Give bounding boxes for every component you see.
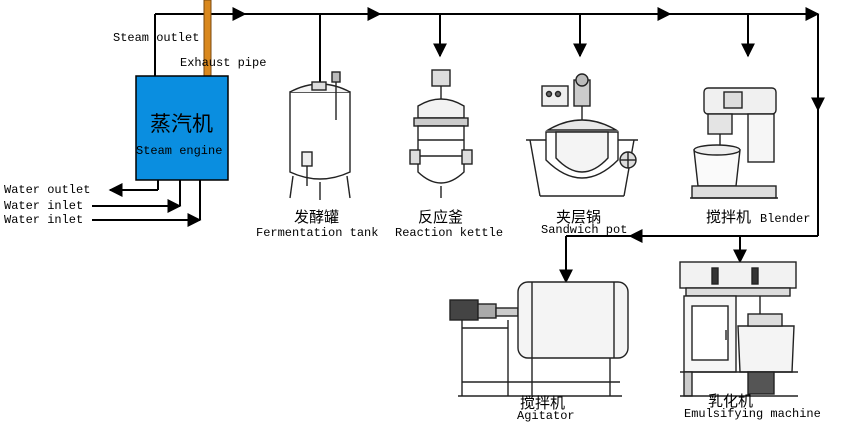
agitator-en: Agitator [517,409,575,423]
fermentation-tank-en: Fermentation tank [256,226,379,240]
sandwich-pot-en: Sandwich pot [541,223,628,237]
agitator-cn: 搅拌机 [520,394,566,412]
emulsifying-machine-cn: 乳化机 [708,392,754,410]
emulsifying-machine-icon [679,261,798,397]
steam-pipe-network [92,7,825,284]
reaction-kettle-icon [409,69,473,198]
agitator-icon [449,281,629,397]
sandwich-pot-icon [526,73,638,197]
blender-cn: 搅拌机 [706,208,752,226]
steam-outlet-label: Steam outlet [113,31,200,45]
exhaust-pipe-label: Exhaust pipe [180,56,267,70]
reaction-kettle-cn: 反应釜 [418,208,464,226]
water-outlet-label: Water outlet [4,183,91,197]
blender-en: Blender [760,212,811,226]
reaction-kettle-en: Reaction kettle [395,226,504,240]
fermentation-tank-cn: 发酵罐 [294,208,340,226]
steam-engine-box [135,75,229,181]
blender-icon [690,87,778,199]
fermentation-tank-icon [289,71,351,200]
steam-engine-cn-label: 蒸汽机 [150,112,213,136]
sandwich-pot-cn: 夹层锅 [556,208,602,226]
water-inlet-label-1: Water inlet [4,199,84,213]
water-inlet-label-2: Water inlet [4,213,84,227]
emulsifying-machine-en: Emulsifying machine [684,407,821,421]
steam-engine-en-label: Steam engine [136,144,223,158]
